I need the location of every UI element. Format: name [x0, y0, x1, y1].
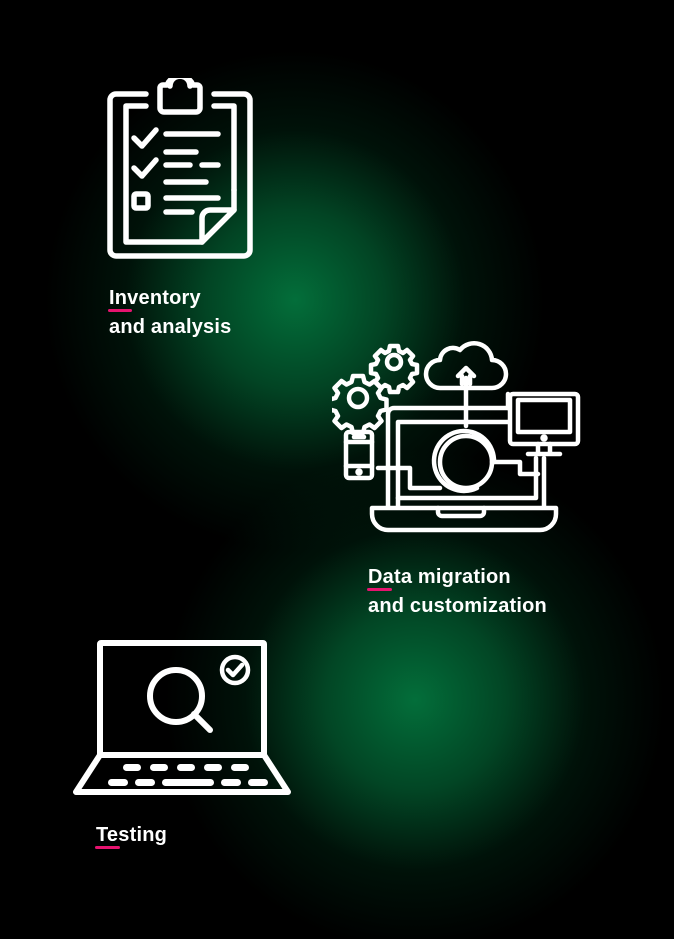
- laptop-search-check-icon: [73, 640, 291, 795]
- step-migration-title: Data migration: [368, 566, 511, 588]
- clipboard-checklist-icon: [107, 78, 253, 259]
- accent-underline: [108, 309, 132, 312]
- gear-small-icon: [368, 343, 420, 395]
- step-testing-label: Testing: [96, 821, 167, 850]
- accent-underline: [95, 846, 120, 849]
- step-inventory-label: Inventory and analysis: [109, 284, 231, 342]
- gear-large-icon: [332, 373, 389, 436]
- step-migration-subtitle: and customization: [368, 595, 547, 617]
- step-inventory-subtitle: and analysis: [109, 316, 232, 338]
- step-testing-title: Testing: [96, 824, 168, 846]
- step-inventory-title: Inventory: [109, 287, 201, 309]
- accent-underline: [367, 588, 392, 591]
- step-migration-label: Data migration and customization: [368, 563, 547, 621]
- laptop-cloud-devices-icon: [332, 341, 581, 533]
